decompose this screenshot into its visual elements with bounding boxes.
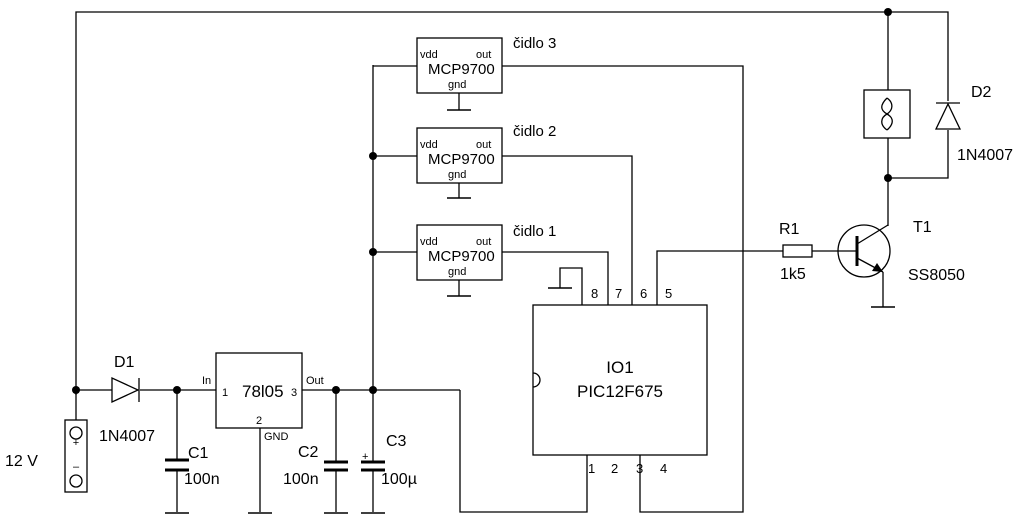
supply-connector: + –: [64, 419, 88, 493]
sensor-2: [416, 127, 503, 199]
sensor-2-out: out: [476, 139, 491, 151]
sensor-3-vdd: vdd: [420, 49, 438, 61]
c1-ref: C1: [188, 445, 209, 462]
sensor-1-out: out: [476, 236, 491, 248]
mcu-ref: IO1: [606, 358, 633, 377]
sensor-1-vdd: vdd: [420, 236, 438, 248]
mcu-pin-4: 4: [660, 461, 667, 476]
mcu-part: PIC12F675: [577, 382, 663, 401]
regulator-78l05: [215, 352, 303, 429]
junctions: [72, 8, 892, 394]
mcu-pin-8: 8: [591, 286, 598, 301]
sensor-1-name: čidlo 1: [513, 223, 556, 240]
d2-value: 1N4007: [957, 147, 1013, 164]
c2-ref: C2: [298, 444, 319, 461]
d2-ref: D2: [971, 84, 992, 101]
diode-d1: [111, 376, 140, 404]
sensor-2-part: MCP9700: [428, 151, 495, 168]
d1-value: 1N4007: [99, 428, 155, 445]
sensor-2-name: čidlo 2: [513, 123, 556, 140]
mcu-pin-6: 6: [640, 286, 647, 301]
c3-ref: C3: [386, 433, 407, 450]
regulator-pin1: 1: [222, 387, 228, 399]
sensor-3-part: MCP9700: [428, 61, 495, 78]
c1-value: 100n: [184, 471, 220, 488]
supply-plus: +: [73, 437, 79, 449]
r1-value: 1k5: [780, 266, 806, 283]
regulator-pin2: 2: [256, 415, 262, 427]
mcu-pin-2: 2: [611, 461, 618, 476]
regulator-out-label: Out: [306, 375, 324, 387]
capacitor-c2: [324, 460, 348, 472]
mcu-pic12f675: [532, 287, 708, 456]
diode-d2: [934, 102, 962, 130]
c2-value: 100n: [283, 471, 319, 488]
sensor-1-gnd: gnd: [448, 266, 466, 278]
sensor-3-gnd: gnd: [448, 79, 466, 91]
mcu-pin-7: 7: [615, 286, 622, 301]
t1-ref: T1: [913, 219, 932, 236]
regulator-gnd-label: GND: [264, 431, 289, 443]
sensor-2-vdd: vdd: [420, 139, 438, 151]
r1-ref: R1: [779, 221, 800, 238]
mcu-pin-1: 1: [588, 461, 595, 476]
resistor-r1: [782, 244, 813, 258]
c3-value: 100µ: [381, 471, 417, 488]
t1-value: SS8050: [908, 267, 965, 284]
mcu-pin-5: 5: [665, 286, 672, 301]
c3-polarity: +: [362, 451, 368, 463]
supply-minus: –: [73, 461, 80, 473]
regulator-in-label: In: [202, 375, 211, 387]
sensor-2-gnd: gnd: [448, 169, 466, 181]
regulator-pin3: 3: [291, 387, 297, 399]
mcu-pin-3: 3: [636, 461, 643, 476]
transistor-t1: [837, 224, 895, 308]
capacitor-c1: [165, 458, 189, 472]
regulator-part: 78l05: [242, 382, 284, 401]
fan-icon: [863, 89, 911, 139]
supply-label: 12 V: [5, 453, 38, 470]
sensor-3: [416, 37, 503, 111]
sensor-3-name: čidlo 3: [513, 35, 556, 52]
d1-ref: D1: [114, 354, 135, 371]
sensor-1-part: MCP9700: [428, 248, 495, 265]
capacitor-c3: [361, 460, 385, 472]
wires: [75, 11, 949, 513]
sensor-1: [416, 224, 503, 297]
sensor-3-out: out: [476, 49, 491, 61]
